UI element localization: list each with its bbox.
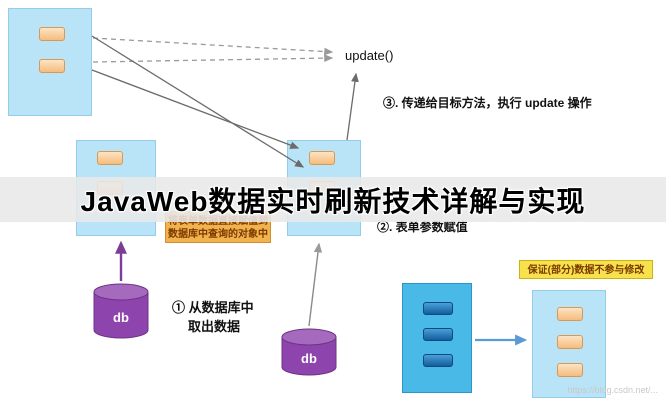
form-field-chip xyxy=(97,151,123,165)
arrow-to-update-method xyxy=(346,72,359,141)
db2-label: db xyxy=(301,351,317,366)
page-title: JavaWeb数据实时刷新技术详解与实现 xyxy=(80,185,586,217)
data-field-chip xyxy=(423,328,453,341)
database-cylinder-1: db xyxy=(92,282,150,345)
update-method-label: update() xyxy=(345,48,394,63)
db-cylinder-icon: db xyxy=(281,328,337,376)
form-field-chip xyxy=(557,307,583,321)
form-field-chip xyxy=(557,363,583,377)
db1-label: db xyxy=(113,310,129,325)
step2-label: ②. 表单参数赋值 xyxy=(377,220,468,234)
diagonal-arrow-1 xyxy=(91,35,305,168)
note-protect: 保证(部分)数据不参与修改 xyxy=(519,260,653,279)
arrow-db2-to-form xyxy=(308,242,323,327)
db-cylinder-icon: db xyxy=(93,283,149,339)
note-assign-line2: 数据库中查询的对象中 xyxy=(168,229,268,240)
step1-line2: 取出数据 xyxy=(188,319,241,334)
form-field-chip xyxy=(39,59,65,73)
form-field-chip xyxy=(557,335,583,349)
data-field-chip xyxy=(423,302,453,315)
watermark-url: https://blog.csdn.net/... xyxy=(567,385,658,395)
form-field-chip xyxy=(309,151,335,165)
entity-box-light xyxy=(532,290,606,398)
step3-label: ③. 传递给目标方法，执行 update 操作 xyxy=(383,96,592,110)
dashed-arrow-to-update xyxy=(92,37,334,56)
step1-line1: ① 从数据库中 xyxy=(172,300,254,315)
step1-label: ① 从数据库中 取出数据 xyxy=(172,298,254,336)
form-box-top-left xyxy=(8,8,92,116)
diagonal-arrow-2 xyxy=(91,69,300,149)
form-field-chip xyxy=(39,27,65,41)
title-banner: JavaWeb数据实时刷新技术详解与实现 xyxy=(0,177,666,222)
data-field-chip xyxy=(423,354,453,367)
database-cylinder-2: db xyxy=(280,327,338,382)
entity-box-blue xyxy=(402,283,472,393)
